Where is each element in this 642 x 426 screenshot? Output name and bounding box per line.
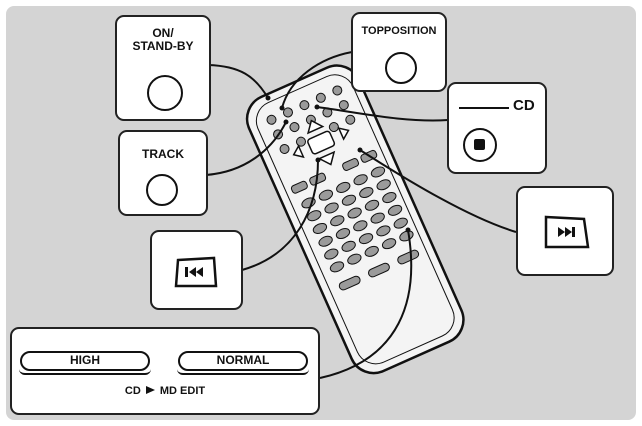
cd-label: CD (513, 97, 535, 114)
callout-lines (205, 51, 517, 379)
cd-stop-button[interactable] (463, 128, 497, 162)
play-arrow-icon (145, 386, 155, 394)
skip-back-icon (185, 267, 203, 277)
track-button[interactable] (146, 174, 178, 206)
on-standby-callout: ON/ STAND-BY (115, 15, 211, 121)
line-cd-stop (316, 106, 449, 122)
skip-forward-button[interactable] (542, 215, 592, 249)
remote-control (245, 64, 465, 375)
callout-dots (265, 95, 411, 233)
skip-forward-icon (558, 227, 575, 237)
topposition-label: TOPPOSITION (361, 25, 437, 37)
on-standby-button[interactable] (147, 75, 183, 111)
on-standby-label: ON/ STAND-BY (132, 26, 194, 53)
edit-target-label: MD EDIT (159, 385, 206, 397)
line-skip-forward (359, 149, 517, 233)
skip-forward-callout (516, 186, 614, 276)
line-standby (207, 64, 269, 99)
normal-button[interactable]: NORMAL (177, 351, 309, 375)
cursor-pad (292, 119, 350, 166)
line-edit (319, 229, 413, 379)
track-label: TRACK (142, 147, 184, 161)
edit-callout: HIGH NORMAL CD MD EDIT (10, 327, 320, 415)
edit-source-label: CD (124, 385, 141, 397)
line-track (205, 121, 287, 176)
topposition-button[interactable] (385, 52, 417, 84)
skip-back-button[interactable] (172, 256, 220, 288)
track-callout: TRACK (118, 130, 208, 216)
line-skip-back (241, 159, 319, 271)
cd-rule (459, 107, 509, 109)
topposition-callout: TOPPOSITION (351, 12, 447, 92)
stop-icon (474, 139, 485, 150)
skip-back-callout (150, 230, 243, 310)
line-topposition (281, 51, 353, 109)
high-button[interactable]: HIGH (19, 351, 151, 375)
edit-caption: CD MD EDIT (12, 385, 318, 397)
cd-stop-callout: CD (447, 82, 547, 174)
